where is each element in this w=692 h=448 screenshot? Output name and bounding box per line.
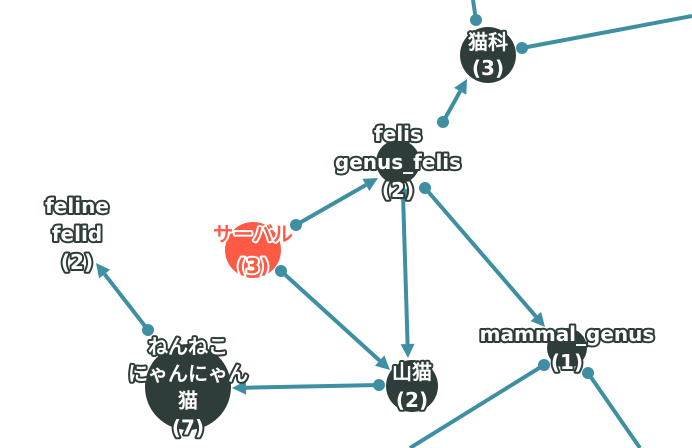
node-circle[interactable] [145, 344, 231, 430]
edge-arrowhead [374, 355, 390, 370]
node-label-line: felis [374, 122, 422, 146]
node-circle[interactable] [386, 360, 438, 412]
edge-line [423, 186, 538, 318]
node-label-line: genus_felis [335, 150, 461, 174]
edges-layer [96, 79, 545, 395]
node-label-line: (7) [172, 416, 204, 440]
edge-arrowhead [530, 311, 545, 327]
node-circle[interactable] [225, 222, 281, 278]
node-label-line: (1) [551, 350, 583, 374]
node-label-line: ねんねこ [148, 335, 228, 359]
node-label-line: mammal_genus [480, 322, 655, 346]
node-label-line: (2) [61, 250, 93, 274]
edge-dot [582, 367, 594, 379]
edge-line [401, 193, 410, 345]
edge-offscreen-nekoka-right [521, 14, 692, 50]
edge-arrowhead [362, 178, 378, 192]
node-circle[interactable] [547, 328, 587, 368]
edge-felis-to-nekoka[interactable] [437, 79, 467, 128]
node-label-line: (2) [382, 178, 414, 202]
node-label-line: 山猫 [392, 360, 432, 384]
node-label-line: feline [45, 194, 109, 218]
node-label-line: (3) [237, 254, 269, 278]
node-circle[interactable] [460, 27, 516, 83]
edge-start-dot [419, 182, 431, 194]
edge-arrowhead [232, 380, 247, 395]
edge-line [279, 269, 381, 363]
node-yamaneko[interactable]: 山猫 (2) [386, 358, 438, 414]
edge-line [295, 183, 367, 227]
node-feline[interactable]: feline felid (2) [43, 192, 111, 276]
edge-serval-to-yamaneko[interactable] [275, 265, 390, 370]
node-circle[interactable] [376, 140, 420, 184]
node-nekoka[interactable]: 猫科(3) [460, 27, 516, 83]
edge-line [245, 383, 380, 390]
edge-arrowhead [400, 343, 415, 358]
edge-start-dot [142, 324, 154, 336]
edge-dot [538, 359, 550, 371]
edge-felis-to-mammal_genus[interactable] [419, 182, 545, 327]
node-serval[interactable]: サーバル (3) [211, 220, 295, 280]
edge-start-dot [437, 116, 449, 128]
node-label-line: felid [52, 222, 102, 246]
node-mammal-genus[interactable]: mammal_genus (1) [478, 320, 657, 376]
edge-start-dot [290, 219, 302, 231]
node-label-line: (2) [396, 388, 428, 412]
edge-arrowhead [454, 79, 467, 95]
node-label-line: サーバル [213, 222, 293, 246]
edge-dot [516, 42, 528, 54]
edge-line [103, 272, 150, 332]
edge-felis-to-yamaneko[interactable] [397, 188, 415, 358]
node-label-line: 猫 [178, 389, 198, 413]
edge-dot [470, 14, 482, 26]
nodes-layer: 猫科(3)felisgenus_felis(2)felinefelid(2)サー… [43, 27, 657, 442]
edge-start-dot [275, 265, 287, 277]
node-label-line: (3) [472, 56, 504, 80]
edge-yamaneko-to-neko[interactable] [232, 379, 385, 395]
edge-offscreen-mammal-right [586, 371, 642, 448]
node-felis[interactable]: felis genus_felis (2) [333, 120, 463, 204]
edge-start-dot [373, 379, 385, 391]
node-label-line: にゃんにゃん [128, 362, 248, 386]
node-label-line: 猫科 [468, 30, 508, 54]
edge-start-dot [397, 188, 409, 200]
edge-arrowhead [96, 263, 111, 279]
edge-neko-to-feline[interactable] [96, 263, 154, 336]
edge-serval-to-felis[interactable] [290, 178, 378, 231]
edge-offscreen-mammal-left [408, 363, 546, 448]
